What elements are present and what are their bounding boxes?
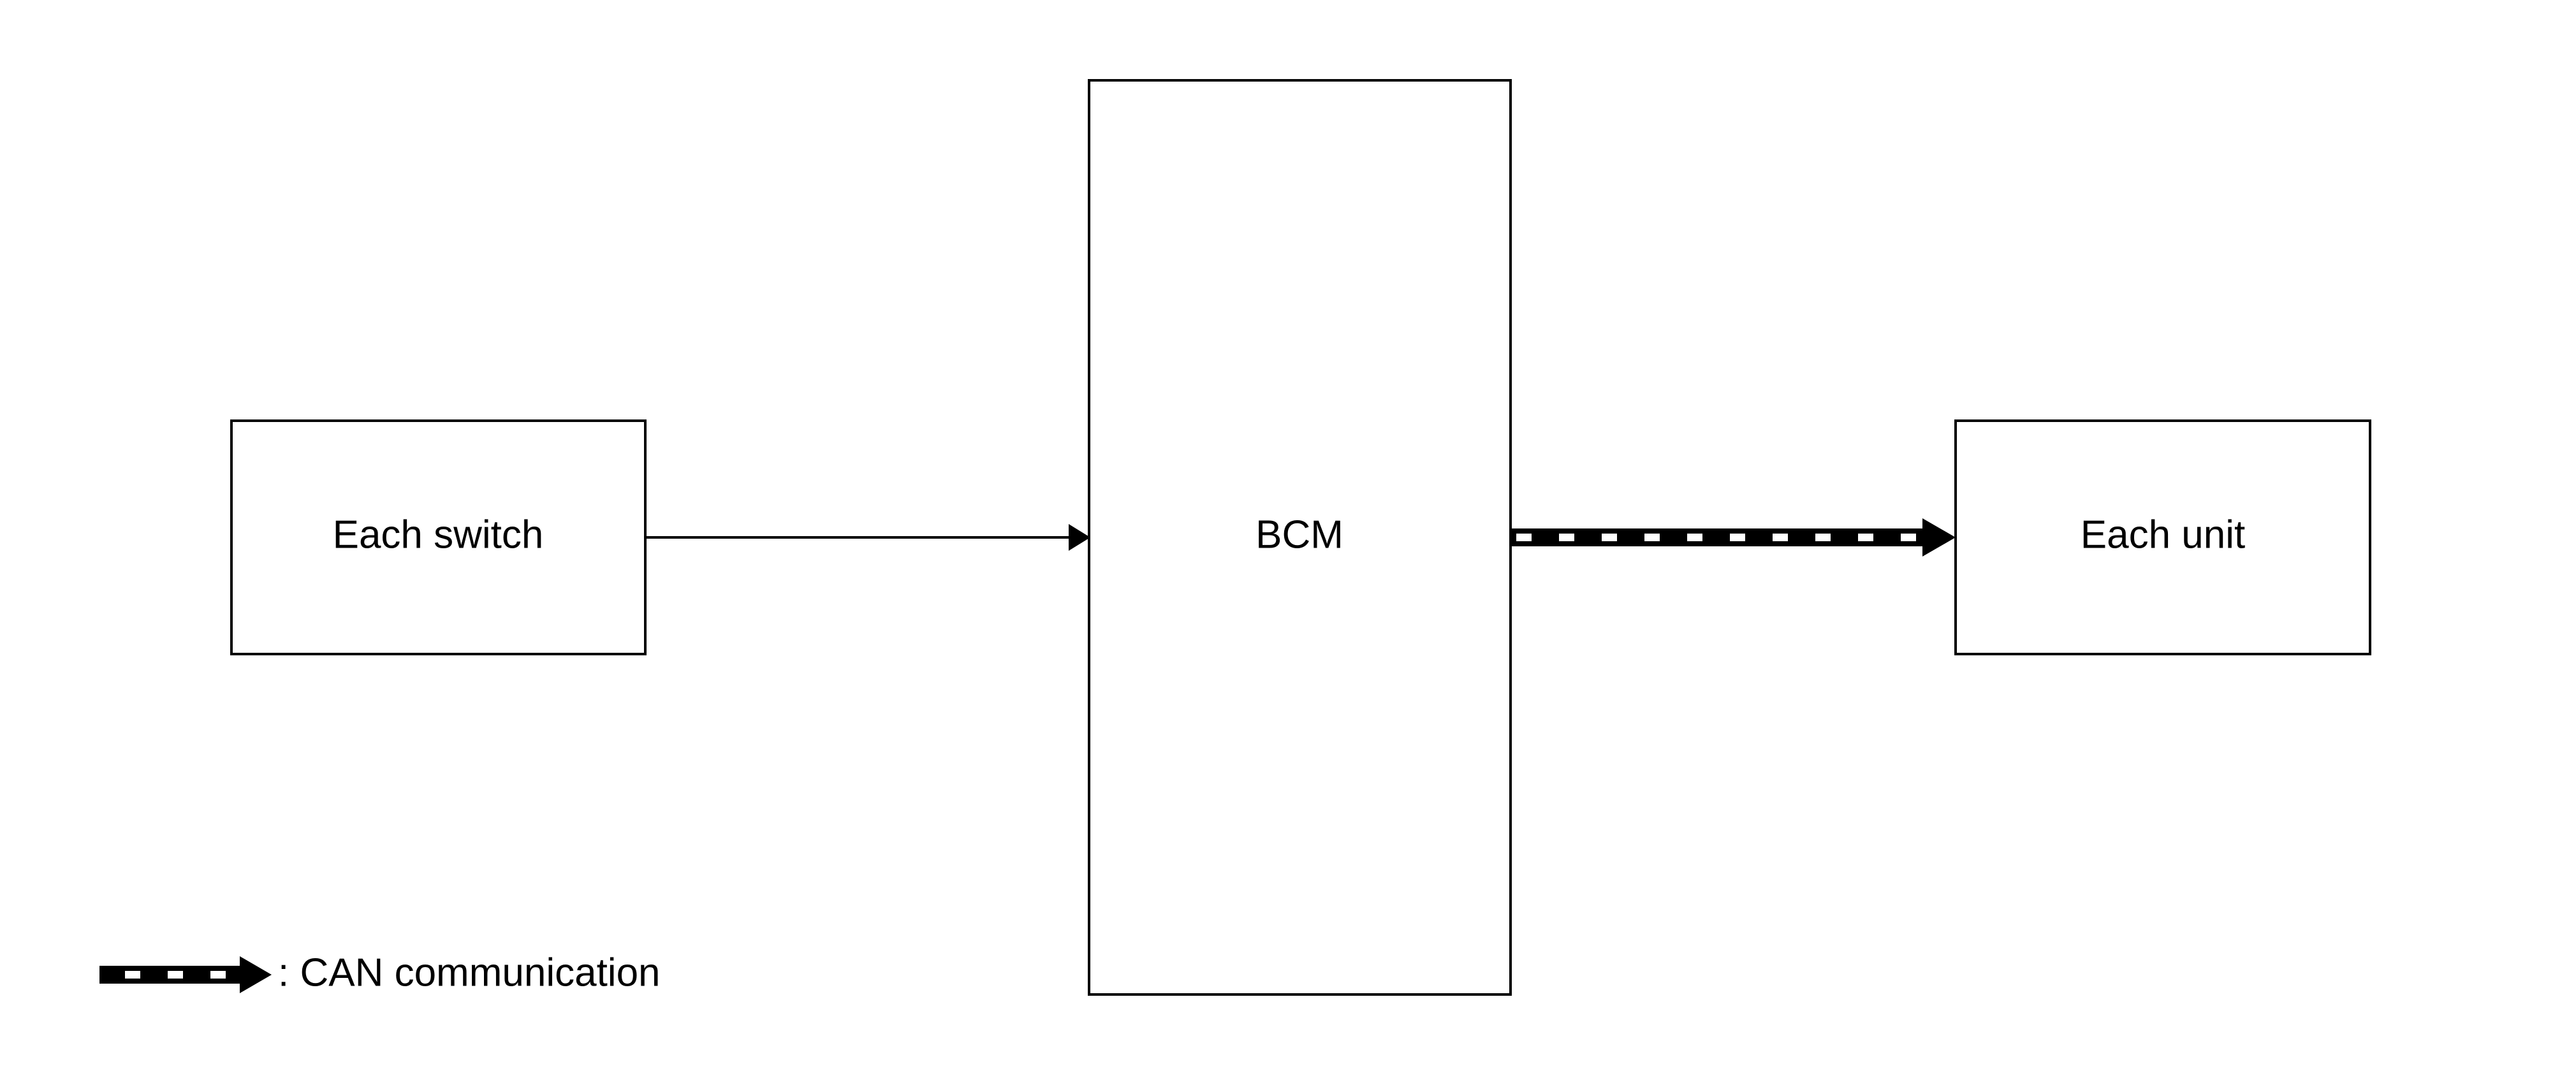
each-switch-label: Each switch: [333, 513, 544, 557]
can-dash: [1559, 534, 1574, 541]
node-each-unit: Each unit: [1954, 419, 2371, 655]
can-dash: [1858, 534, 1873, 541]
can-dash: [125, 971, 140, 979]
can-line-dashes: [1516, 534, 1916, 541]
legend: : CAN communication: [99, 950, 661, 994]
can-dash: [1602, 534, 1617, 541]
legend-can-symbol: [99, 956, 272, 993]
bcm-box: [1088, 79, 1512, 996]
edge-switch-to-bcm: [645, 524, 1090, 551]
can-dash: [1644, 534, 1660, 541]
each-switch-box: [230, 419, 647, 655]
can-dash: [1516, 534, 1532, 541]
can-line-body: [1511, 528, 1924, 546]
can-dash: [210, 971, 226, 979]
can-dash: [1815, 534, 1831, 541]
edge-switch-to-bcm-arrowhead: [1069, 524, 1090, 551]
can-dash: [168, 971, 183, 979]
can-dash: [1773, 534, 1788, 541]
legend-can-label: : CAN communication: [278, 950, 661, 994]
edge-bcm-to-unit: [1511, 518, 1956, 557]
can-dash: [1730, 534, 1745, 541]
legend-can-arrowhead: [240, 956, 272, 993]
node-bcm: BCM: [1088, 79, 1512, 996]
bcm-label: BCM: [1255, 513, 1343, 557]
node-each-switch: Each switch: [230, 419, 647, 655]
can-line-arrowhead: [1922, 518, 1956, 557]
can-dash: [1687, 534, 1702, 541]
can-dash: [1901, 534, 1916, 541]
each-unit-label: Each unit: [2081, 513, 2246, 557]
each-unit-box: [1954, 419, 2371, 655]
legend-can-dashes: [125, 971, 226, 979]
